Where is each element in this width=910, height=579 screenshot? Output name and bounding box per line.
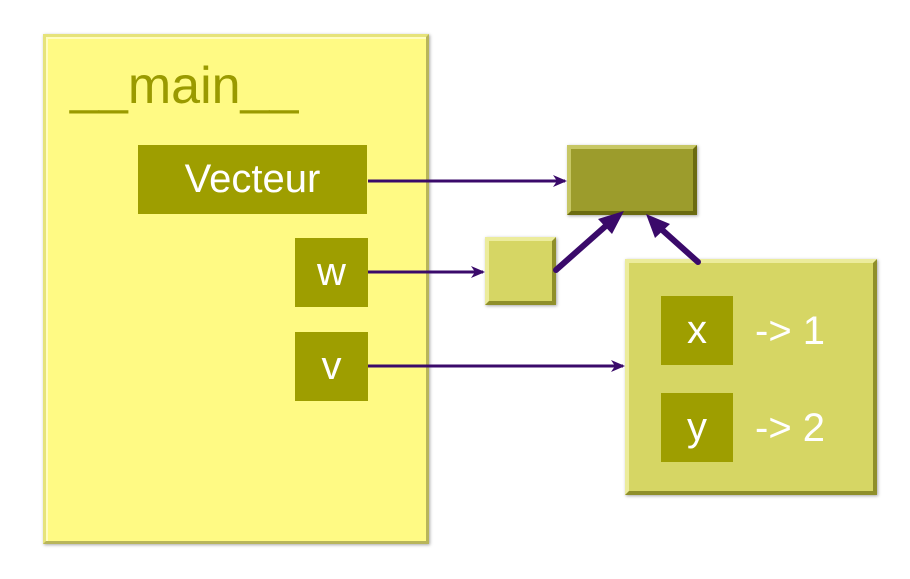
arrowhead-instance-to-class [646, 214, 670, 238]
class-object-box [567, 145, 697, 215]
arrow-instance-to-class [657, 225, 701, 265]
attr-key-x: x [661, 296, 733, 365]
arrow-method-to-class [553, 221, 611, 273]
attr-value-y: -> 2 [755, 406, 826, 450]
frame-title: __main__ [70, 57, 299, 115]
attr-value-x: -> 1 [755, 309, 826, 353]
attr-key-y: y [661, 393, 733, 462]
name-v: v [295, 332, 368, 401]
name-w: w [295, 238, 368, 307]
name-vecteur: Vecteur [138, 145, 367, 214]
method-object-box [485, 237, 556, 305]
